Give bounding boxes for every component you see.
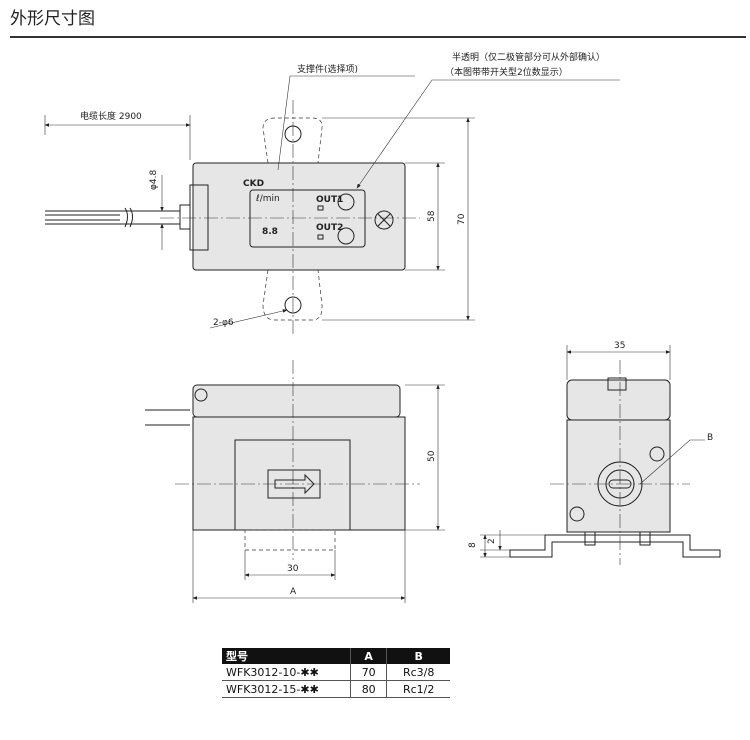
seven-seg-display: 8.8 [262, 227, 278, 237]
model-table: 型号 A B WFK3012-10-✱✱ 70 Rc3/8 WFK3012-15… [222, 648, 450, 698]
table-row: WFK3012-15-✱✱ 80 Rc1/2 [222, 680, 450, 698]
dim-35-label: 35 [614, 341, 625, 351]
out1-label: OUT1 [316, 195, 343, 205]
dim-8-label: 8 [468, 542, 478, 548]
header-A: A [349, 648, 387, 664]
translucent-label-1: 半透明（仅二极管部分可从外部确认） [452, 51, 605, 63]
translucent-label-2: （本图带带开关型2位数显示） [445, 66, 568, 78]
display-window [249, 189, 366, 248]
cell-model: WFK3012-15-✱✱ [222, 680, 351, 698]
dim-A-label: A [290, 587, 297, 597]
cable-dia-label: φ4.8 [149, 169, 159, 190]
out1-led [317, 205, 324, 211]
table-header: 型号 A B [222, 648, 450, 664]
cable [45, 210, 180, 225]
mount-hole-bottom [284, 296, 302, 314]
side-view: 35 B 8 2 [468, 341, 721, 565]
header-model: 型号 [222, 648, 351, 664]
dim-30-label: 30 [287, 564, 299, 574]
setting-dial-2 [337, 227, 355, 245]
flow-arrow-icon [274, 473, 315, 495]
cable-break [124, 207, 133, 228]
side-cover [566, 379, 671, 421]
unit-label: ℓ/min [255, 194, 280, 204]
translucent-leader [356, 79, 620, 189]
sensor-body-front [192, 416, 406, 531]
bracket-leader [277, 75, 415, 171]
dim-2-label: 2 [487, 538, 497, 544]
bracket-label: 支撑件(选择项) [297, 63, 358, 75]
cover [192, 384, 401, 418]
cell-A: 80 [349, 680, 387, 698]
screw-front [194, 388, 208, 402]
setting-dial-1 [337, 193, 355, 211]
sensor-body-top [192, 162, 406, 271]
holes-label: 2-φ6 [213, 318, 234, 328]
screw-icon [374, 210, 394, 230]
center-block [234, 439, 351, 531]
header-B: B [386, 648, 450, 664]
centerlines [160, 100, 420, 335]
bracket-side [509, 534, 721, 558]
cable-length-label: 电缆长度 2900 [80, 110, 142, 122]
cell-A: 70 [349, 664, 387, 681]
brand-logo: CKD [243, 179, 264, 189]
cable-front [145, 409, 190, 426]
top-view: CKD 8.8 OUT1 OUT2 ℓ/min 电缆长度 2900 φ4.8 5… [44, 51, 620, 335]
screw-side-2 [649, 446, 665, 462]
cell-model: WFK3012-10-✱✱ [222, 664, 351, 681]
dim-70-label: 70 [457, 213, 467, 225]
dim-58-label: 58 [427, 210, 437, 222]
front-view: 50 30 A [145, 360, 445, 603]
out2-led [317, 234, 324, 240]
cable-gland [179, 204, 191, 230]
cell-B: Rc1/2 [386, 680, 450, 698]
screw-cross [377, 213, 391, 227]
bracket-bottom-tab [262, 269, 323, 321]
hole-leader [209, 309, 288, 329]
bottom-port [244, 529, 336, 551]
dim-50-label: 50 [427, 450, 437, 462]
title-rule [10, 36, 746, 38]
bracket-top-tab [262, 117, 323, 164]
table-row: WFK3012-10-✱✱ 70 Rc3/8 [222, 664, 450, 681]
out2-label: OUT2 [316, 223, 343, 233]
side-body [566, 419, 671, 533]
screw-side-1 [569, 506, 585, 522]
page-title: 外形尺寸图 [10, 9, 95, 29]
cell-B: Rc3/8 [386, 664, 450, 681]
B-label: B [707, 433, 713, 443]
